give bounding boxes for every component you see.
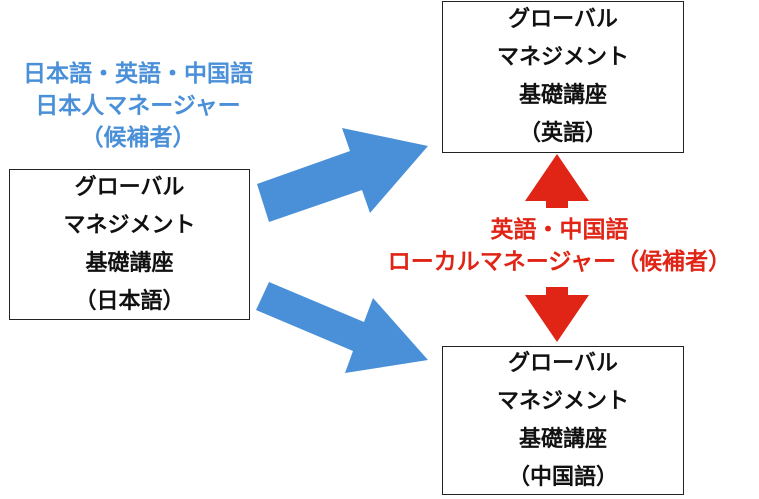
course-box-english: グローバル マネジメント 基礎講座 （英語） [442, 1, 684, 153]
course-title-line1: グローバル [74, 174, 185, 200]
course-title-line2: マネジメント [496, 45, 629, 70]
course-language: （英語） [518, 121, 607, 146]
course-language: （日本語） [74, 288, 185, 314]
course-box-chinese: グローバル マネジメント 基礎講座 （中国語） [442, 346, 684, 495]
japanese-manager-label: 日本語・英語・中国語 日本人マネージャー （候補者） [0, 58, 276, 154]
manager-text: 日本人マネージャー [35, 93, 241, 119]
languages-text: 日本語・英語・中国語 [23, 61, 253, 87]
local-languages-text: 英語・中国語 [490, 217, 629, 243]
course-language: （中国語） [507, 464, 618, 490]
course-title-line2: マネジメント [63, 212, 196, 238]
candidate-text: （候補者） [80, 125, 196, 151]
local-manager-label: 英語・中国語 ローカルマネージャー（候補者） [362, 214, 757, 278]
local-manager-text: ローカルマネージャー（候補者） [387, 249, 732, 275]
course-title-line1: グローバル [508, 350, 618, 376]
course-title-line3: 基礎講座 [518, 426, 607, 452]
red-arrow-up-icon [525, 154, 589, 208]
course-box-japanese: グローバル マネジメント 基礎講座 （日本語） [9, 169, 250, 320]
course-title-line3: 基礎講座 [518, 83, 607, 108]
arrow-to-chinese-icon [256, 282, 428, 373]
course-title-line3: 基礎講座 [85, 250, 174, 276]
course-title-line2: マネジメント [496, 388, 629, 414]
arrow-to-english-icon [257, 128, 428, 222]
red-arrow-down-icon [525, 287, 589, 342]
course-title-line1: グローバル [508, 7, 618, 32]
